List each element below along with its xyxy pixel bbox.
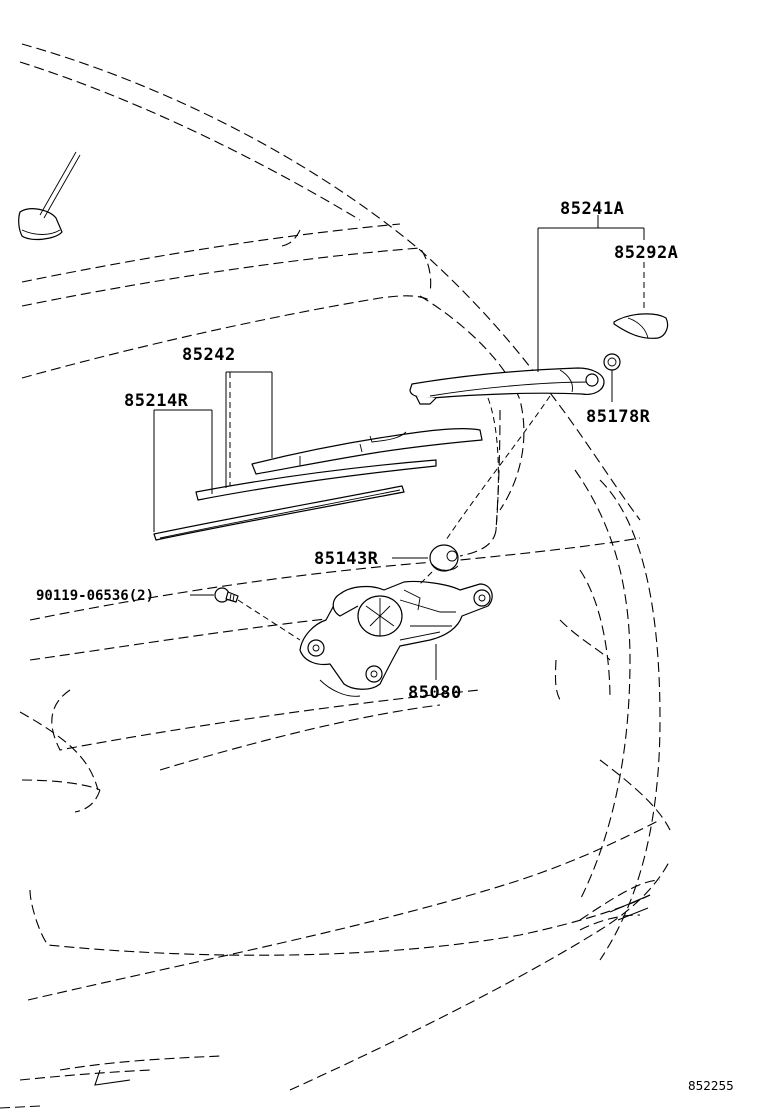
wiper-blade-rubber [153,459,437,541]
wiper-arm-cap [613,313,669,339]
wiper-arm [409,367,605,405]
mounting-bolt [214,587,239,603]
part-label-85143R: 85143R [314,549,379,569]
wiper-blade [251,428,483,475]
wiper-arm-nut [603,353,621,371]
part-label-90119-06536: 90119-06536(2) [36,588,154,604]
part-label-85214R: 85214R [124,391,189,411]
leader-lines [153,215,645,680]
part-label-85241A: 85241A [560,199,624,219]
part-label-85178R: 85178R [586,407,651,427]
roof-antenna-illustration [18,151,81,241]
wiper-grommet [429,544,459,572]
part-labels: 85241A 85292A 85178R 85242 85214R 85143R… [36,199,734,1093]
part-label-85080: 85080 [408,683,462,703]
part-label-85292A: 85292A [614,243,678,263]
vehicle-body-outline [0,43,671,1109]
wiper-motor [299,580,493,697]
figure-number: 852255 [688,1079,734,1093]
part-label-85242: 85242 [182,345,236,365]
